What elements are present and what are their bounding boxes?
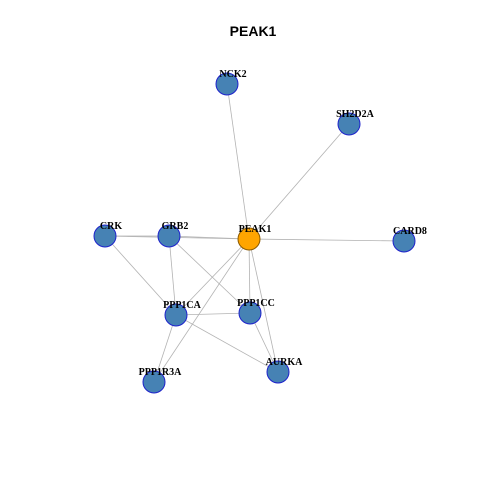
edge-peak1-sh2d2a xyxy=(248,123,350,240)
diagram-title: PEAK1 xyxy=(230,23,277,39)
node-card8 xyxy=(392,229,416,253)
node-ppp1ca xyxy=(164,303,188,327)
node-label-ppp1cc: PPP1CC xyxy=(237,298,275,309)
node-label-ppp1ca: PPP1CA xyxy=(163,300,202,311)
edge-peak1-aurka xyxy=(248,238,279,373)
node-aurka xyxy=(266,360,290,384)
node-grb2 xyxy=(157,224,181,248)
node-ppp1cc xyxy=(238,301,262,325)
node-label-nck2: NCK2 xyxy=(219,69,246,80)
edge-crk-ppp1ca xyxy=(104,235,177,316)
edge-peak1-ppp1r3a xyxy=(153,238,250,383)
node-layer xyxy=(93,72,416,394)
node-label-ppp1r3a: PPP1R3A xyxy=(139,367,183,378)
edge-peak1-card8 xyxy=(248,238,405,242)
edge-grb2-ppp1ca xyxy=(168,235,177,316)
edge-ppp1ca-aurka xyxy=(175,314,279,373)
node-crk xyxy=(93,224,117,248)
edge-grb2-ppp1cc xyxy=(168,235,251,314)
node-label-grb2: GRB2 xyxy=(162,221,189,232)
edge-peak1-ppp1cc xyxy=(248,238,251,314)
node-label-sh2d2a: SH2D2A xyxy=(336,109,375,120)
node-ppp1r3a xyxy=(142,370,166,394)
node-label-peak1: PEAK1 xyxy=(239,224,272,235)
node-nck2 xyxy=(215,72,239,96)
node-sh2d2a xyxy=(337,112,361,136)
edge-peak1-nck2 xyxy=(226,83,250,240)
node-label-crk: CRK xyxy=(100,221,122,232)
node-label-aurka: AURKA xyxy=(266,357,303,368)
node-peak1 xyxy=(237,227,261,251)
edge-ppp1ca-ppp1r3a xyxy=(153,314,177,383)
node-label-card8: CARD8 xyxy=(393,226,427,237)
edge-ppp1ca-ppp1cc xyxy=(175,312,251,316)
